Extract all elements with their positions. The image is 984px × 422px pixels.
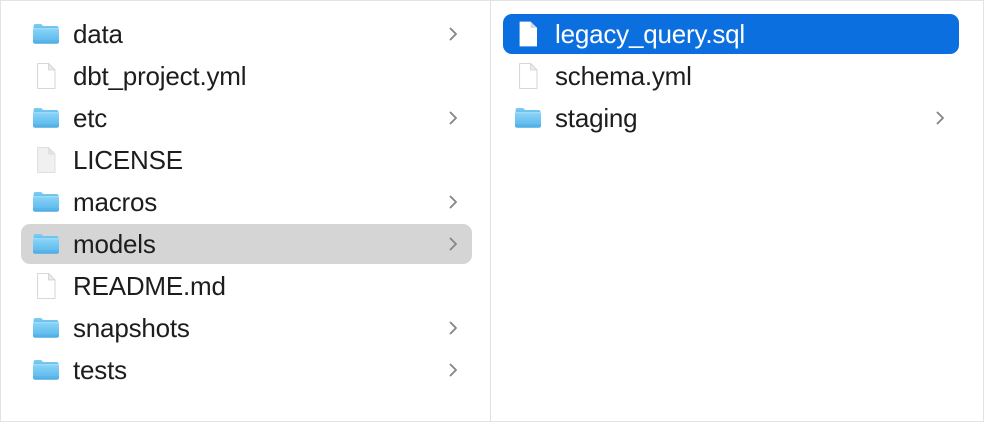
chevron-right-icon[interactable] xyxy=(934,108,947,128)
item-label: legacy_query.sql xyxy=(555,19,745,49)
folder-row[interactable]: etc xyxy=(21,98,472,138)
folder-icon xyxy=(31,355,61,385)
folder-icon xyxy=(31,19,61,49)
file-row[interactable]: LICENSE xyxy=(21,140,472,180)
item-label: staging xyxy=(555,103,638,133)
item-label: dbt_project.yml xyxy=(73,61,247,91)
item-label: LICENSE xyxy=(73,145,183,175)
folder-row[interactable]: tests xyxy=(21,350,472,390)
chevron-right-icon[interactable] xyxy=(447,360,460,380)
folder-icon xyxy=(513,103,543,133)
folder-row[interactable]: data xyxy=(21,14,472,54)
item-label: tests xyxy=(73,355,127,385)
document-icon xyxy=(513,61,543,91)
item-label: data xyxy=(73,19,123,49)
file-list-models: legacy_query.sql schema.yml staging xyxy=(491,1,983,138)
document-plain-icon xyxy=(31,145,61,175)
folder-row[interactable]: macros xyxy=(21,182,472,222)
document-icon xyxy=(31,271,61,301)
folder-icon xyxy=(31,229,61,259)
item-label: schema.yml xyxy=(555,61,692,91)
file-row[interactable]: schema.yml xyxy=(503,56,959,96)
file-row[interactable]: dbt_project.yml xyxy=(21,56,472,96)
folder-row[interactable]: staging xyxy=(503,98,959,138)
chevron-right-icon[interactable] xyxy=(447,192,460,212)
item-label: README.md xyxy=(73,271,226,301)
folder-row[interactable]: snapshots xyxy=(21,308,472,348)
finder-column-models[interactable]: legacy_query.sql schema.yml staging xyxy=(491,1,983,421)
folder-row[interactable]: models xyxy=(21,224,472,264)
folder-icon xyxy=(31,187,61,217)
file-row[interactable]: legacy_query.sql xyxy=(503,14,959,54)
item-label: models xyxy=(73,229,156,259)
document-icon xyxy=(31,61,61,91)
file-row[interactable]: README.md xyxy=(21,266,472,306)
folder-icon xyxy=(31,103,61,133)
item-label: etc xyxy=(73,103,108,133)
chevron-right-icon[interactable] xyxy=(447,234,460,254)
item-label: macros xyxy=(73,187,158,217)
item-label: snapshots xyxy=(73,313,190,343)
chevron-right-icon[interactable] xyxy=(447,24,460,44)
folder-icon xyxy=(31,313,61,343)
chevron-right-icon[interactable] xyxy=(447,108,460,128)
chevron-right-icon[interactable] xyxy=(447,318,460,338)
document-icon xyxy=(513,19,543,49)
